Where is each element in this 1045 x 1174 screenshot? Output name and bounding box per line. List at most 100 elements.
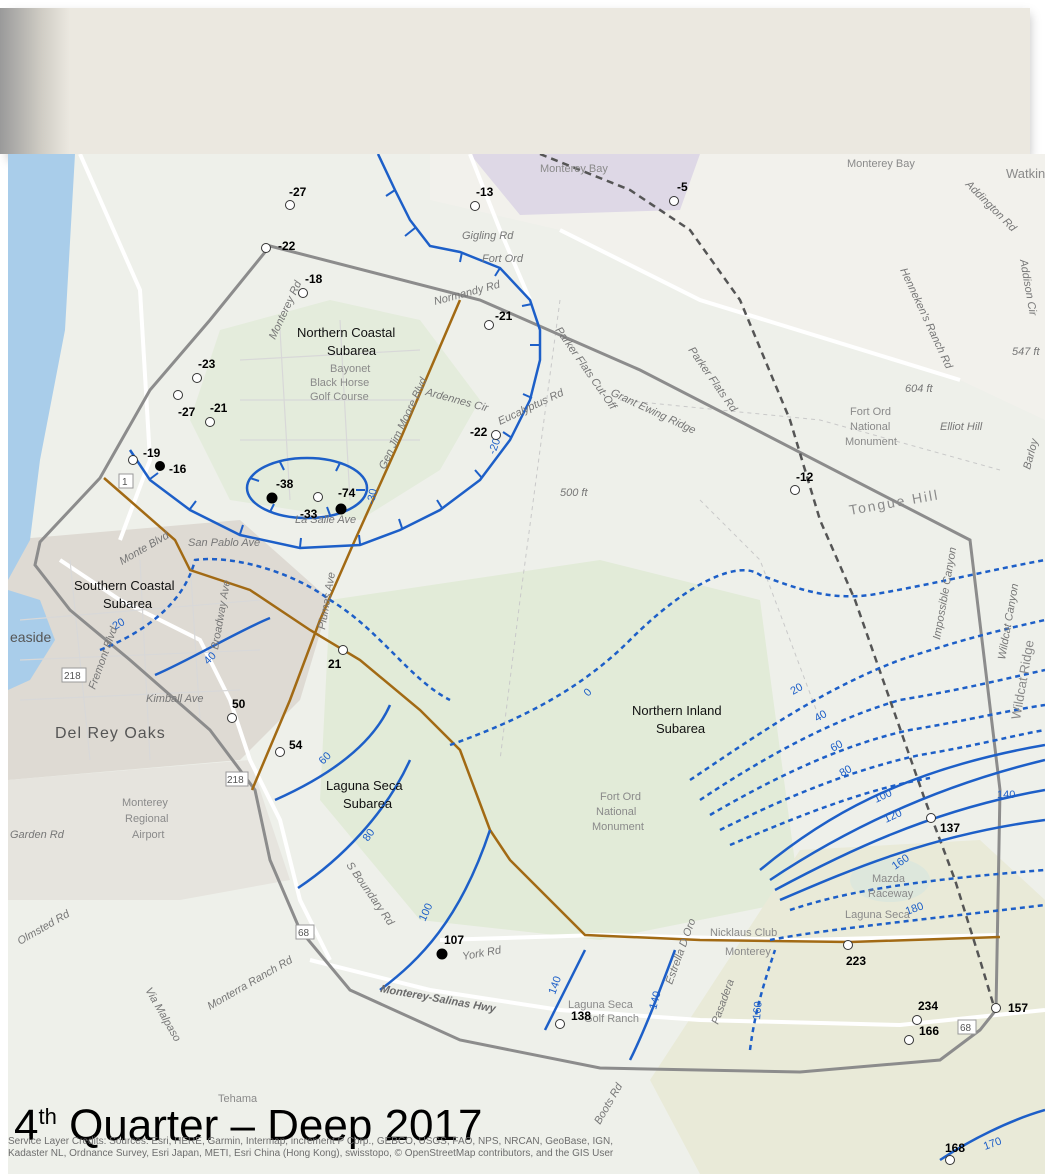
place-label: Tehama: [218, 1093, 258, 1105]
urban-del-rey: [8, 760, 290, 900]
well-marker: -19: [128, 446, 161, 465]
svg-text:223: 223: [846, 954, 866, 968]
well-marker: -38: [266, 477, 294, 504]
svg-text:-16: -16: [169, 462, 187, 476]
subarea-label-northern-inland: Subarea: [656, 721, 706, 736]
contour-label: -30: [365, 488, 380, 506]
minor-roads: [19, 319, 421, 761]
place-label: Monterey Bay: [847, 158, 915, 170]
subarea-label-southern-coastal: Subarea: [103, 596, 153, 611]
place-label: Golf Ranch: [584, 1013, 639, 1025]
well-marker: -33: [300, 492, 323, 521]
trails: [499, 299, 1001, 761]
svg-text:-27: -27: [178, 405, 196, 419]
svg-text:218: 218: [64, 671, 81, 682]
svg-text:168: 168: [945, 1141, 965, 1155]
road-label: Fort Ord: [482, 253, 524, 265]
contour-label: 180: [904, 900, 925, 918]
roberts-lake: [8, 590, 55, 690]
place-label: Monument: [845, 436, 897, 448]
svg-text:-38: -38: [276, 477, 294, 491]
svg-text:-21: -21: [495, 309, 513, 323]
well-marker: 137: [926, 813, 960, 835]
highway-shields: 1 218 218 68 68: [61, 473, 977, 1035]
well-marker: -5: [669, 180, 688, 206]
contour-label: 140: [647, 990, 663, 1011]
svg-text:-22: -22: [278, 239, 296, 253]
place-label: 547 ft: [1012, 346, 1040, 358]
upland-area: [430, 154, 1045, 420]
svg-text:-33: -33: [300, 507, 318, 521]
well-marker: -21: [484, 309, 513, 330]
contour-label: 140: [547, 975, 565, 996]
wells: -27 -22 -18 -13 -5 -21 -23 -27 -21 -22 -…: [128, 180, 1028, 1165]
place-label: Watkins: [1006, 166, 1045, 181]
place-label: Monterey Bay: [540, 163, 608, 175]
well-marker: -21: [205, 401, 228, 427]
well-marker: -18: [298, 272, 323, 298]
contour-label: 140: [997, 789, 1015, 801]
hills-area: [650, 840, 1045, 1174]
contour-label: 20: [111, 616, 128, 633]
place-label: Laguna Seca: [568, 999, 634, 1011]
svg-text:137: 137: [940, 821, 960, 835]
well-marker: -12: [790, 470, 814, 495]
place-label: Raceway: [868, 888, 914, 900]
well-marker: -22: [261, 239, 296, 253]
svg-text:218: 218: [227, 775, 244, 786]
well-marker: 54: [275, 738, 303, 757]
subarea-label-southern-coastal: Southern Coastal: [74, 578, 175, 593]
place-label: Elliot Hill: [940, 421, 983, 433]
highway-shield-icon: 218: [225, 771, 249, 787]
well-marker: -16: [155, 461, 187, 476]
place-label: 500 ft: [560, 487, 588, 499]
place-label: Golf Course: [310, 391, 369, 403]
well-marker: 166: [904, 1024, 939, 1045]
place-label: National: [850, 421, 890, 433]
subarea-dividers: [103, 299, 1001, 944]
highway-shield-icon: 218: [61, 667, 87, 683]
title-sup: th: [38, 1104, 57, 1129]
contour-label: 80: [361, 827, 378, 844]
well-marker: 234: [912, 999, 938, 1025]
place-label: 604 ft: [905, 383, 933, 395]
svg-text:1: 1: [122, 477, 128, 488]
subarea-label-laguna-seca: Subarea: [343, 796, 393, 811]
fault-line: [539, 152, 997, 1011]
place-label: Fort Ord: [600, 791, 641, 803]
monument-area: [320, 560, 800, 940]
contour-label: 20: [789, 681, 806, 698]
header-shadow: [0, 8, 70, 154]
place-label: Black Horse: [310, 377, 369, 389]
svg-text:68: 68: [298, 928, 310, 939]
road-label: San Pablo Ave: [188, 537, 260, 549]
svg-text:-5: -5: [677, 180, 688, 194]
depression-hachures: [149, 189, 540, 548]
urban-seaside: [8, 520, 330, 780]
svg-text:68: 68: [960, 1023, 972, 1034]
svg-text:-74: -74: [338, 486, 356, 500]
map-credits: Service Layer Credits: Sources: Esri, HE…: [8, 1136, 614, 1159]
place-label: Nicklaus Club: [710, 927, 777, 939]
svg-text:-18: -18: [305, 272, 323, 286]
contour-label: 170: [982, 1135, 1003, 1153]
title-rest: Quarter – Deep 2017: [56, 1101, 483, 1150]
park-area: [190, 300, 480, 520]
svg-text:166: 166: [919, 1024, 939, 1038]
place-label: easide: [10, 629, 51, 645]
place-label: Regional: [125, 813, 168, 825]
svg-text:157: 157: [1008, 1001, 1028, 1015]
contour-label: 80: [838, 763, 855, 780]
svg-text:-19: -19: [143, 446, 161, 460]
well-marker: -13: [470, 185, 494, 211]
highway-shield-icon: 1: [118, 473, 134, 489]
well-marker: 168: [945, 1141, 965, 1165]
roads: [58, 153, 1045, 1028]
svg-text:-23: -23: [198, 357, 216, 371]
basemap: -20 -30 20 40 0 60 80 100 20 40 60 80 10…: [8, 152, 1045, 1174]
well-marker: -74: [335, 486, 356, 515]
road-label: La Salle Ave: [295, 514, 356, 526]
contour-label: 60: [829, 738, 846, 755]
svg-text:-21: -21: [210, 401, 228, 415]
contour-label: 40: [813, 708, 830, 725]
